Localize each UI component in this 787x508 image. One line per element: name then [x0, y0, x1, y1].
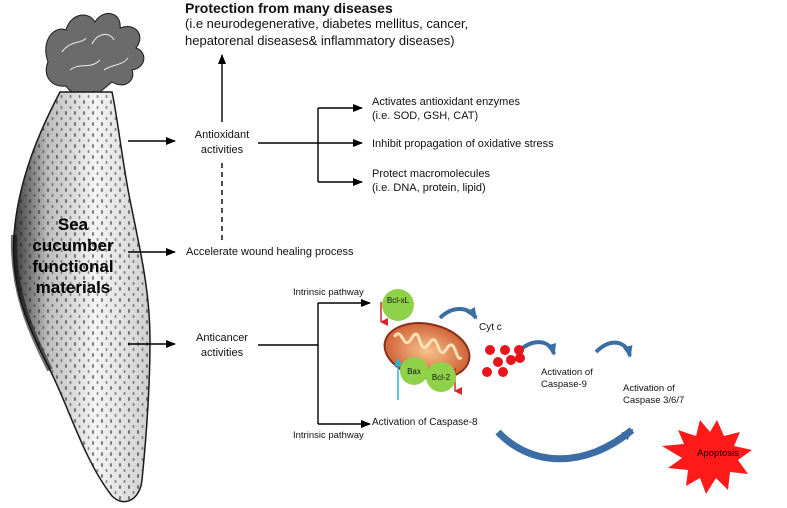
curve-arrow-mito-cytc: [438, 306, 478, 320]
sea-cucumber-label-line4: materials: [35, 278, 111, 297]
apoptosis-starburst: [662, 420, 752, 494]
effect-enzymes-line2: (i.e. SOD, GSH, CAT): [372, 110, 479, 122]
casp8-label: Activation of Caspase-8: [372, 417, 478, 428]
casp9-label-line1: Activation of: [541, 367, 593, 378]
curve-arrow-casp8-casp367: [495, 427, 635, 463]
anticancer-label-line1: Anticancer: [196, 332, 248, 344]
antioxidant-label: Antioxidant activities: [183, 128, 261, 158]
intrinsic-pathway-bottom: Intrinsic pathway: [293, 430, 364, 441]
effect-macromolecules: Protect macromolecules (i.e. DNA, protei…: [372, 167, 490, 195]
effect-enzymes-line1: Activates antioxidant enzymes: [372, 96, 520, 108]
sea-cucumber-label-line3: functional: [32, 257, 114, 276]
protection-line1: (i.e neurodegenerative, diabetes mellitu…: [185, 16, 469, 31]
sea-cucumber-label-line1: Sea: [57, 215, 89, 234]
effect-macromolecules-line1: Protect macromolecules: [372, 168, 490, 180]
cytc-dots: [482, 345, 525, 377]
antioxidant-label-line1: Antioxidant: [194, 129, 250, 141]
anticancer-branches: [258, 299, 371, 428]
wound-healing-label: Accelerate wound healing process: [186, 246, 354, 258]
sea-cucumber-label-line2: cucumber: [32, 236, 114, 255]
curve-arrow-cytc-casp9: [518, 340, 557, 356]
antioxidant-label-line2: activities: [200, 144, 244, 156]
sea-cucumber-illustration: [10, 13, 151, 503]
cytc-label: Cyt c: [479, 322, 502, 333]
anticancer-label-line2: activities: [200, 347, 244, 359]
casp367-label-line1: Activation of: [623, 383, 675, 394]
effect-macromolecules-line2: (i.e. DNA, protein, lipid): [372, 182, 486, 194]
protection-title: Protection from many diseases: [185, 0, 393, 16]
apoptosis-label: Apoptosis: [697, 448, 739, 459]
tentacle-crown: [45, 13, 145, 97]
intrinsic-pathway-top: Intrinsic pathway: [293, 287, 364, 298]
bcl2-label: Bcl-2: [431, 373, 451, 382]
effect-enzymes: Activates antioxidant enzymes (i.e. SOD,…: [372, 95, 520, 123]
curve-arrow-casp9-casp367: [594, 340, 633, 358]
effect-oxidative-stress: Inhibit propagation of oxidative stress: [372, 138, 554, 150]
bclxl-label: Bcl-xL: [386, 296, 410, 305]
bclxl-bubble: [382, 289, 414, 321]
bcl2-bubble: [426, 362, 456, 392]
anticancer-label: Anticancer activities: [183, 331, 261, 361]
casp9-label-line2: Caspase-9: [541, 379, 587, 390]
bax-label: Bax: [407, 367, 421, 376]
casp367-label: Activation of Caspase 3/6/7: [623, 383, 684, 407]
protection-line2: hepatorenal diseases& inflammatory disea…: [185, 33, 455, 48]
antioxidant-branches: [258, 104, 363, 186]
sea-cucumber-label: Sea cucumber functional materials: [26, 214, 120, 298]
casp9-label: Activation of Caspase-9: [541, 367, 593, 391]
casp367-label-line2: Caspase 3/6/7: [623, 395, 685, 406]
bax-bubble: [400, 357, 428, 385]
